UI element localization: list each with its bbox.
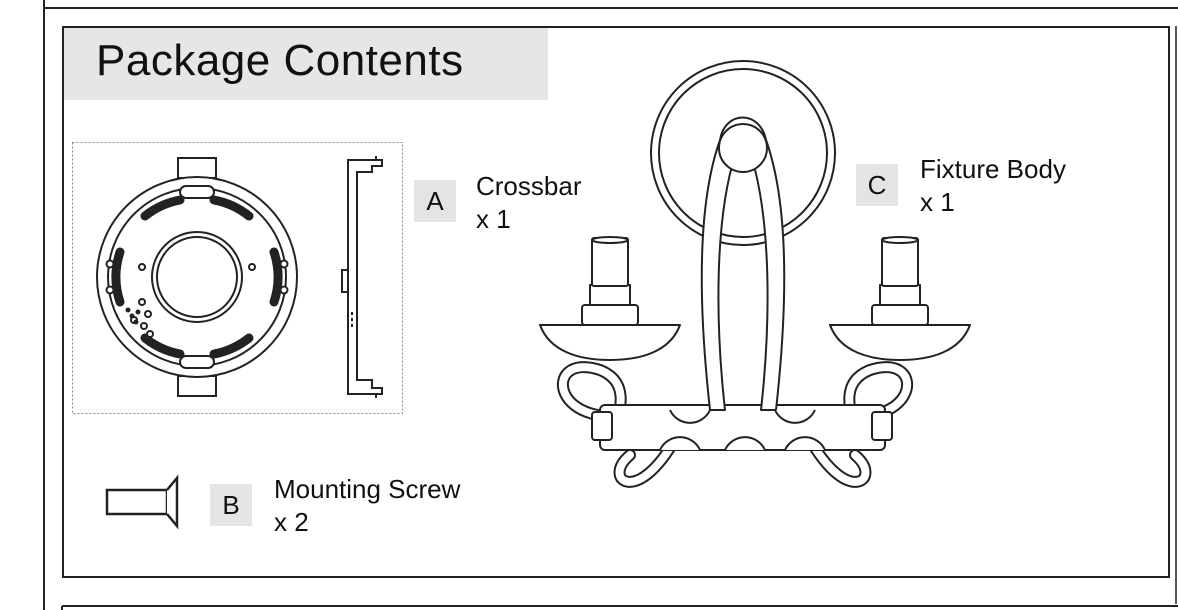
page-title: Package Contents [96,36,464,85]
fixture-body-illustration [539,60,971,488]
title-bar [64,28,548,100]
mounting-screw-illustration [105,474,179,530]
part-c-qty: x 1 [920,187,955,217]
part-a-badge: A [414,180,456,222]
part-a-qty: x 1 [476,204,511,234]
part-a-name: Crossbar [476,171,582,201]
part-b-qty: x 2 [274,507,309,537]
part-c-name: Fixture Body [920,154,1066,184]
part-c-badge: C [856,164,898,206]
package-contents-panel [62,26,1170,578]
part-b-name: Mounting Screw [274,474,461,504]
crossbar-illustration [72,142,403,414]
part-b-badge: B [210,484,252,526]
